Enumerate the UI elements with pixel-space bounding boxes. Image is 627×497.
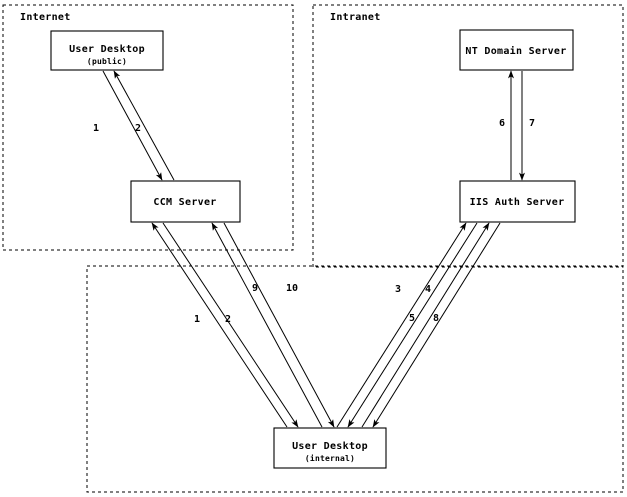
flow-label-3-flow-3-internal-to-iis: 3 <box>395 284 401 295</box>
flow-label-9-flow-9-internal-to-ccm: 9 <box>252 283 258 294</box>
flow-label-1-flow-1-internal-to-ccm: 1 <box>194 314 200 325</box>
zone-internet: Internet <box>2 4 294 251</box>
node-nt-domain-server[interactable]: NT Domain Server <box>459 29 574 71</box>
node-title-iis-auth-server: IIS Auth Server <box>470 197 565 208</box>
flow-2-ccm-to-internal <box>162 222 299 428</box>
zone-label-internet: Internet <box>20 12 71 23</box>
flow-step-labels: 1 2 1 2 9 10 3 4 5 8 6 7 <box>93 118 535 325</box>
flow-label-8-flow-8-iis-to-internal: 8 <box>433 313 439 324</box>
zone-label-intranet: Intranet <box>330 12 381 23</box>
zone-border-internet <box>2 4 294 251</box>
node-user-desktop-public[interactable]: User Desktop(public) <box>50 30 164 71</box>
flow-label-10-flow-10-ccm-to-internal: 10 <box>286 283 298 294</box>
flow-4-iis-to-internal <box>347 222 478 428</box>
flow-label-4-flow-4-iis-to-internal: 4 <box>425 284 431 295</box>
node-rect-ccm-server <box>130 180 241 223</box>
flow-label-6-flow-6-iis-to-nt: 6 <box>499 118 505 129</box>
flow-label-5-flow-5-internal-to-iis: 5 <box>409 313 415 324</box>
flow-3-internal-to-iis <box>336 222 467 428</box>
flow-1-internal-to-ccm <box>151 222 288 428</box>
zone-border-internal <box>86 265 624 493</box>
flow-label-7-flow-7-nt-to-iis: 7 <box>529 118 535 129</box>
zone-boundaries: Internet Intranet <box>2 4 624 493</box>
flow-2-ccm-to-public <box>113 70 175 181</box>
node-ccm-server[interactable]: CCM Server <box>130 180 241 223</box>
flow-label-2-flow-2-ccm-to-public: 2 <box>135 123 141 134</box>
flow-9-internal-to-ccm <box>211 222 323 428</box>
zone-internal <box>86 265 624 493</box>
node-rect-nt-domain-server <box>459 29 574 71</box>
flow-5-internal-to-iis <box>361 222 490 428</box>
node-rect-user-desktop-internal <box>273 427 387 469</box>
node-title-nt-domain-server: NT Domain Server <box>465 45 566 57</box>
node-subtitle-user-desktop-public: (public) <box>87 56 127 66</box>
node-title-user-desktop-internal: User Desktop <box>292 441 368 452</box>
flow-label-2-flow-2-ccm-to-internal: 2 <box>225 314 231 325</box>
node-title-user-desktop-public: User Desktop <box>69 44 145 55</box>
flow-connectors <box>102 70 525 428</box>
flow-8-iis-to-internal <box>372 222 501 428</box>
node-title-ccm-server: CCM Server <box>153 197 216 208</box>
flow-1-public-to-ccm <box>102 70 163 181</box>
flow-10-ccm-to-internal <box>223 222 335 428</box>
zone-border-intranet <box>312 4 624 268</box>
node-rect-user-desktop-public <box>50 30 164 71</box>
zone-intranet: Intranet <box>312 4 624 268</box>
node-user-desktop-internal[interactable]: User Desktop(internal) <box>273 427 387 469</box>
node-subtitle-user-desktop-internal: (internal) <box>305 453 355 463</box>
flow-label-1-flow-1-public-to-ccm: 1 <box>93 123 99 134</box>
node-iis-auth-server[interactable]: IIS Auth Server <box>459 180 576 223</box>
node-rect-iis-auth-server <box>459 180 576 223</box>
